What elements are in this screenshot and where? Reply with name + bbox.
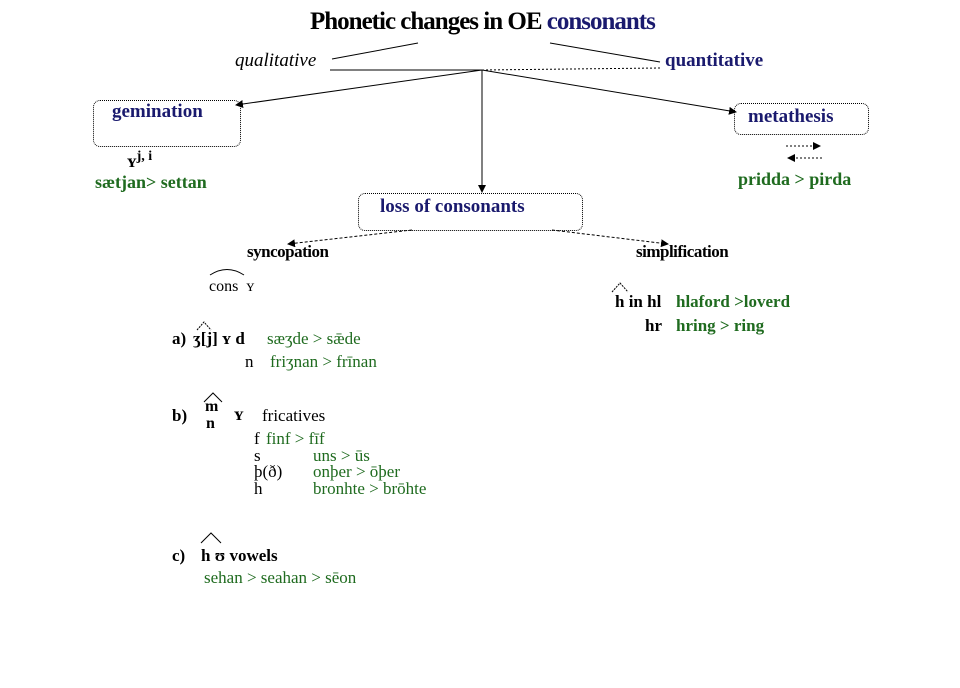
- quantitative-label: quantitative: [665, 50, 764, 71]
- simplification-label: simplification: [636, 242, 729, 261]
- c-caret: [200, 532, 222, 544]
- c-marker: c): [172, 546, 186, 565]
- simplification-env-2: hr: [645, 316, 662, 335]
- syncopation-label: syncopation: [247, 242, 329, 261]
- b-row-2-cons: s: [254, 446, 261, 465]
- b-caret: [203, 392, 223, 403]
- b-y: ʏ: [234, 404, 244, 424]
- b-row-3-example: onþer > ōþer: [313, 462, 401, 481]
- gemination-symbol: ʏ: [127, 151, 137, 171]
- c-example: sehan > seahan > sēon: [204, 568, 357, 587]
- a-n-label: n: [245, 352, 254, 371]
- c-formula: h ʊ vowels: [201, 546, 278, 565]
- metathesis-label: metathesis: [748, 106, 834, 127]
- arrow-to-simplification: [551, 229, 669, 248]
- a-caret: [196, 321, 212, 331]
- simplification-env-1: h in hl: [615, 292, 662, 311]
- gemination-box: [93, 100, 241, 147]
- b-n: n: [206, 415, 215, 432]
- b-marker: b): [172, 406, 188, 425]
- b-row-1-example: finf > fīf: [266, 429, 325, 448]
- a-n-example: friʒnan > frīnan: [270, 352, 377, 371]
- line-title-qualitative: [331, 42, 419, 60]
- b-label: fricatives: [262, 406, 326, 425]
- title-part1: Phonetic changes in OE: [310, 8, 542, 35]
- title-part2: consonants: [546, 8, 656, 35]
- simplification-example-2: hring > ring: [676, 316, 765, 335]
- qualitative-label: qualitative: [235, 50, 317, 71]
- a-d-example: sæʒde > sǣde: [267, 329, 361, 348]
- arrow-to-syncopation: [287, 229, 413, 248]
- b-row-2-example: uns > ūs: [313, 446, 370, 465]
- metathesis-box: [734, 103, 869, 135]
- arrow-to-metathesis: [481, 69, 737, 115]
- gemination-formula: ʏj, i: [127, 149, 152, 172]
- b-row-1-cons: f: [254, 429, 260, 448]
- metathesis-example: pridda > pirda: [738, 169, 852, 189]
- a-marker: a): [172, 329, 187, 348]
- b-row-4-example: bronhte > brōhte: [313, 479, 427, 498]
- cons-arc: [209, 269, 245, 276]
- b-row-4-cons: h: [254, 479, 263, 498]
- simplification-caret: [611, 282, 629, 293]
- simplification-example-1: hlaford >loverd: [676, 292, 791, 311]
- loss-box: [358, 193, 583, 231]
- arrow-to-gemination: [235, 69, 483, 108]
- gemination-sup: j, i: [136, 149, 153, 164]
- gemination-example: sætjan> settan: [95, 172, 207, 192]
- line-title-quantitative: [549, 42, 661, 63]
- page-title: Phonetic changes in OE consonants: [310, 8, 656, 36]
- loss-label: loss of consonants: [380, 196, 525, 217]
- a-env: ʒ[j] ʏ d: [193, 329, 245, 348]
- line-quantitative-hub: [481, 67, 661, 71]
- b-row-3-cons: þ(ð): [254, 462, 283, 481]
- b-m: m: [205, 398, 219, 415]
- gemination-label: gemination: [112, 101, 203, 122]
- syncopation-formula: cons ʏ: [209, 278, 255, 295]
